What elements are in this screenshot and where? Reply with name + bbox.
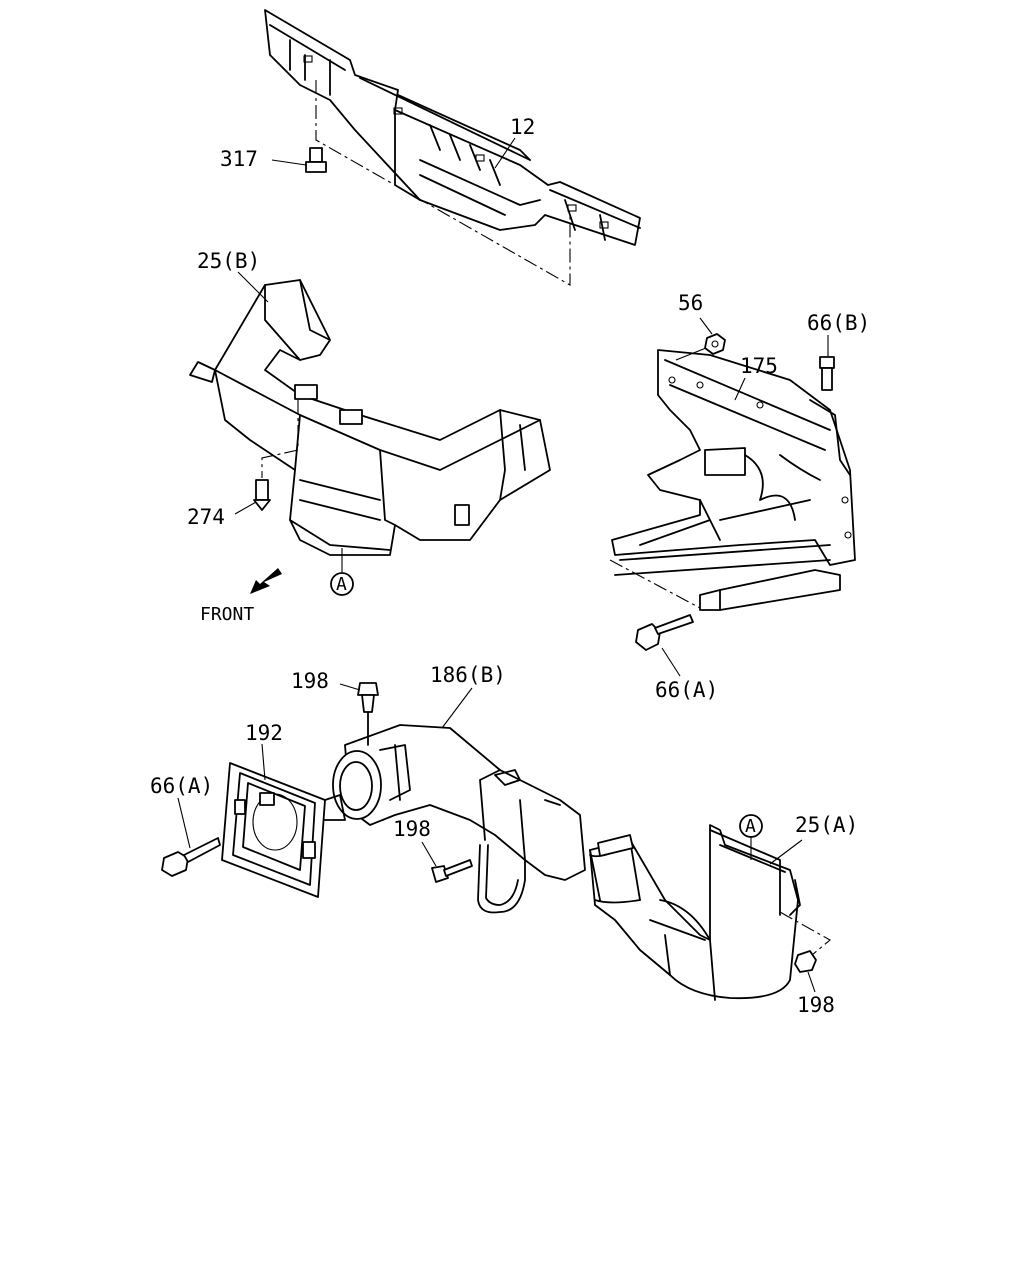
marker-a-top-label: A	[336, 574, 347, 595]
part-12-duct-bracket	[264, 9, 641, 246]
callout-66a-left: 66(A)	[150, 774, 213, 798]
leader-198-top	[339, 683, 361, 691]
leader-186b	[441, 687, 473, 729]
part-198-mid-clip	[431, 859, 473, 883]
leader-25a	[769, 839, 803, 865]
callout-175: 175	[740, 354, 778, 378]
leader-56	[675, 347, 707, 361]
part-192-frame-plate	[221, 762, 346, 898]
leader-12-dash	[315, 80, 571, 286]
callout-198-top: 198	[291, 669, 329, 693]
callout-198-mid: 198	[393, 817, 431, 841]
callout-66a-right: 66(A)	[655, 678, 718, 702]
part-56-nut	[704, 333, 726, 355]
leader-274-dash	[261, 400, 299, 478]
callout-12: 12	[510, 115, 535, 139]
part-198-top-clip	[357, 682, 379, 746]
part-25b-air-duct	[189, 279, 551, 556]
part-175-frame-bracket	[611, 349, 856, 611]
part-66a-right-bolt	[635, 614, 694, 651]
leader-66a-left	[177, 797, 191, 849]
leader-66a-right	[661, 647, 681, 677]
callout-56: 56	[678, 291, 703, 315]
leader-56-label	[699, 317, 713, 335]
callout-198-right: 198	[797, 993, 835, 1017]
front-arrow-icon	[250, 568, 282, 594]
leader-25a-dash	[779, 911, 831, 961]
part-186b-duct-pipe	[332, 724, 586, 914]
leader-198-mid	[421, 841, 437, 867]
leader-192	[261, 743, 266, 781]
callout-317: 317	[220, 147, 258, 171]
leader-175	[734, 377, 746, 401]
callout-186b: 186(B)	[430, 663, 506, 687]
callout-25b: 25(B)	[197, 249, 260, 273]
part-198-right-clip	[794, 950, 817, 973]
callout-66b: 66(B)	[807, 311, 870, 335]
part-317-bolt	[305, 147, 327, 173]
part-25a-lower-duct	[589, 824, 801, 1001]
part-66b-bolt	[819, 356, 835, 391]
callout-274: 274	[187, 505, 225, 529]
part-274-screw	[253, 479, 271, 511]
leader-317	[271, 159, 307, 166]
leader-198-right	[807, 971, 816, 993]
leader-175-dash	[609, 559, 701, 609]
leader-12	[494, 137, 516, 169]
marker-a-top	[330, 572, 354, 596]
part-66a-left-bolt	[161, 837, 221, 877]
leader-274	[234, 501, 257, 515]
callout-192: 192	[245, 721, 283, 745]
leader-25b	[237, 271, 269, 303]
callout-25a: 25(A)	[795, 813, 858, 837]
marker-a-bottom-label: A	[745, 816, 756, 837]
front-label: FRONT	[200, 604, 254, 625]
